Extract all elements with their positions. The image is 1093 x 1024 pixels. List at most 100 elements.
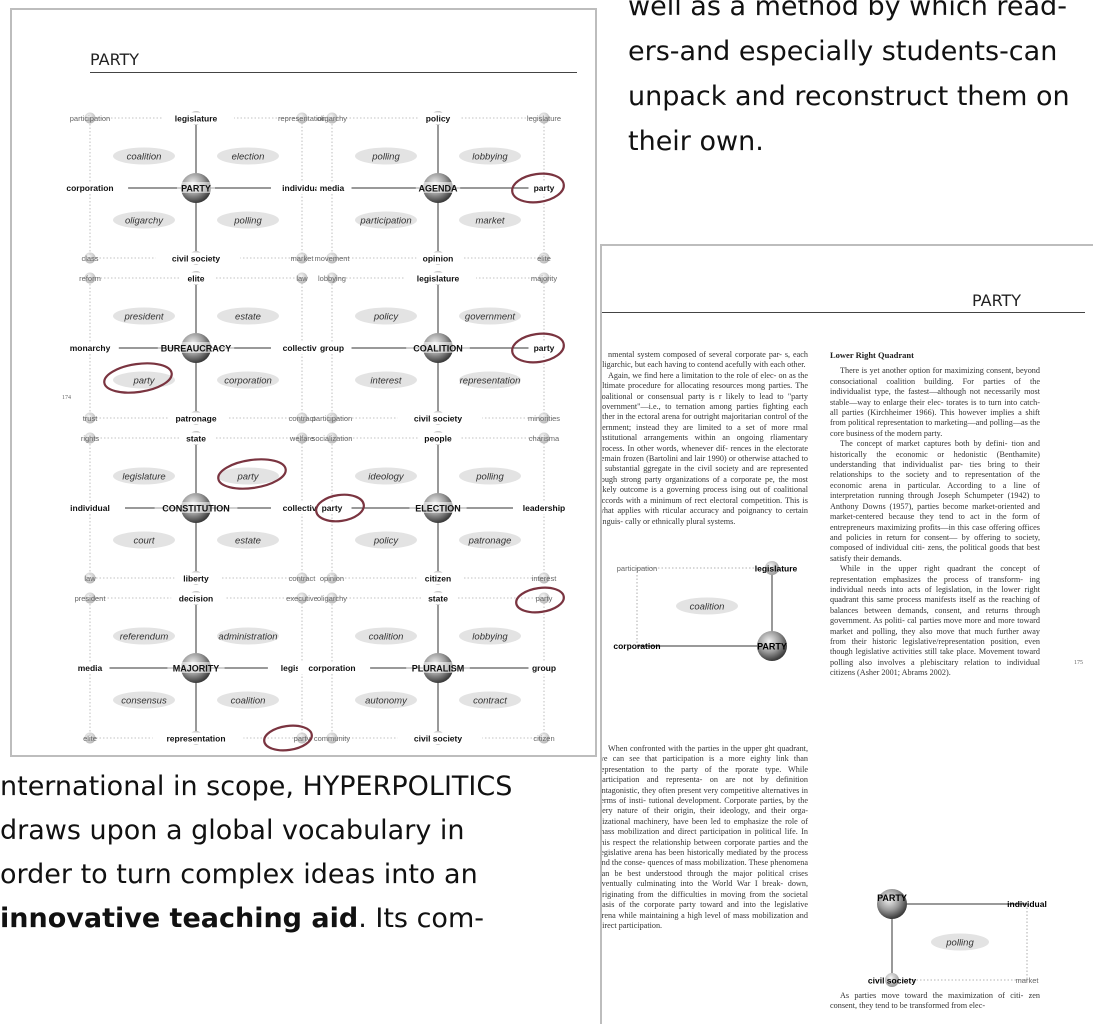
node-label-left: corporation — [66, 183, 113, 193]
quadrant-term-bg — [459, 531, 521, 549]
node-label-left: media — [78, 663, 103, 673]
blurb-bottom-line: draws upon a global vocabulary in — [0, 815, 465, 846]
node-ball-corner — [538, 252, 550, 264]
quadrant-term-bg — [217, 211, 279, 229]
corner-label-bl: elite — [83, 734, 97, 743]
corner-label: market — [1016, 976, 1040, 985]
blurb-top-line: ers-and especially students-can — [628, 36, 1058, 67]
right-header-rule — [602, 312, 1085, 313]
node-label: corporation — [613, 641, 660, 651]
node-label-top-bg — [180, 432, 216, 445]
quadrant-term: coalition — [231, 696, 266, 707]
column-right-tail: As parties move toward the maximization … — [830, 991, 1040, 1012]
node-label-top: legislature — [175, 114, 218, 124]
quadrant-term: interest — [370, 376, 402, 387]
quadrant-term-bg — [459, 371, 521, 389]
corner-label-bl: class — [81, 254, 98, 263]
quadrant-term-bg — [113, 147, 175, 165]
node-label-top: state — [186, 434, 206, 444]
quadrant-term-bg — [459, 691, 521, 709]
corner-label-tr: law — [296, 274, 308, 283]
right-page-number: 175 — [1074, 660, 1083, 666]
circled-mark — [511, 332, 565, 364]
quadrant-term: contract — [473, 696, 507, 707]
quadrant-term: coalition — [690, 602, 725, 613]
quadrant-term-bg — [355, 467, 417, 485]
paragraph: The concept of market captures both by d… — [830, 439, 1040, 563]
node-label-left: group — [320, 343, 344, 353]
circled-mark — [103, 362, 173, 394]
quadrant-term-bg — [217, 467, 279, 485]
center-concept-label: PARTY — [877, 893, 907, 903]
blurb-top-line: their own. — [628, 126, 764, 157]
node-label-right-bg — [528, 182, 564, 194]
quadrant-term-bg — [355, 627, 417, 645]
quadrant-term-bg — [217, 531, 279, 549]
node-ball-corner — [84, 252, 96, 264]
node-label-left-bg — [65, 342, 119, 354]
quadrant-term: government — [465, 312, 516, 323]
node-ball-corner — [538, 592, 550, 604]
node-ball-corner — [326, 412, 338, 424]
node-label-bottom: citizen — [425, 574, 451, 584]
quadrant-term-bg — [355, 307, 417, 325]
quadrant-term: lobbying — [472, 152, 508, 163]
quadrant-term-bg — [355, 211, 417, 229]
center-label-bg — [415, 182, 461, 193]
node-label-bottom: civil society — [414, 414, 462, 424]
corner-label-tl: oligarchy — [317, 114, 347, 123]
node-ball-corner — [296, 412, 308, 424]
node-ball-corner — [84, 732, 96, 744]
node-label-right: party — [534, 343, 555, 353]
center-sphere — [877, 889, 907, 919]
quadrant-term: patronage — [468, 536, 512, 547]
node-ball-corner — [84, 112, 96, 124]
node-label-bottom: patronage — [175, 414, 216, 424]
corner-label-bl: law — [84, 574, 96, 583]
node-label-top-bg — [180, 272, 216, 285]
column-right: Lower Right Quadrant There is yet anothe… — [830, 350, 1040, 679]
node-ball-corner — [84, 572, 96, 584]
corner-label-tr: representation — [278, 114, 326, 123]
blurb-bottom-line: order to turn complex ideas into an — [0, 859, 478, 890]
corner-label-tr: majority — [531, 274, 558, 283]
quadrant-term-bg — [113, 531, 175, 549]
quadrant-term-bg — [355, 531, 417, 549]
node-label-left: media — [320, 183, 345, 193]
node-label-left-bg — [297, 662, 371, 674]
center-concept-label: AGENDA — [418, 184, 458, 194]
blurb-top-line: unpack and reconstruct them on — [628, 81, 1070, 112]
corner-label-bl: participation — [312, 414, 352, 423]
quadrant-term-bg — [459, 147, 521, 165]
circled-mark — [511, 172, 565, 204]
node-ball-corner — [538, 572, 550, 584]
right-page-header: PARTY — [972, 291, 1022, 310]
quadrant-term-bg — [113, 211, 175, 229]
node-label-bottom-bg — [416, 252, 464, 265]
quadrant-term: polling — [475, 472, 504, 483]
corner-label-br: contract — [289, 574, 317, 583]
node-label-left: monarchy — [70, 343, 111, 353]
node-ball-corner — [84, 432, 96, 444]
quadrant-term-bg — [217, 307, 279, 325]
paragraph: Again, we find here a limitation to the … — [600, 370, 808, 526]
node-label-bottom-bg — [168, 412, 228, 425]
node-label-top: legislature — [417, 274, 460, 284]
center-concept-label: COALITION — [413, 344, 463, 354]
quadrant-term-bg — [355, 147, 417, 165]
quadrant-term-bg — [355, 371, 417, 389]
center-concept-label: PLURALISM — [412, 664, 465, 674]
corner-label-tr: party — [536, 594, 553, 603]
quadrant-term: consensus — [121, 696, 167, 707]
left-page: PARTY participation representation class ma… — [10, 8, 597, 757]
quadrant-term: lobbying — [472, 632, 508, 643]
node-label-bottom: opinion — [423, 254, 454, 264]
node-label-top-bg — [171, 592, 225, 605]
left-page-header: PARTY — [90, 50, 140, 69]
corner-label-bl: movement — [314, 254, 350, 263]
